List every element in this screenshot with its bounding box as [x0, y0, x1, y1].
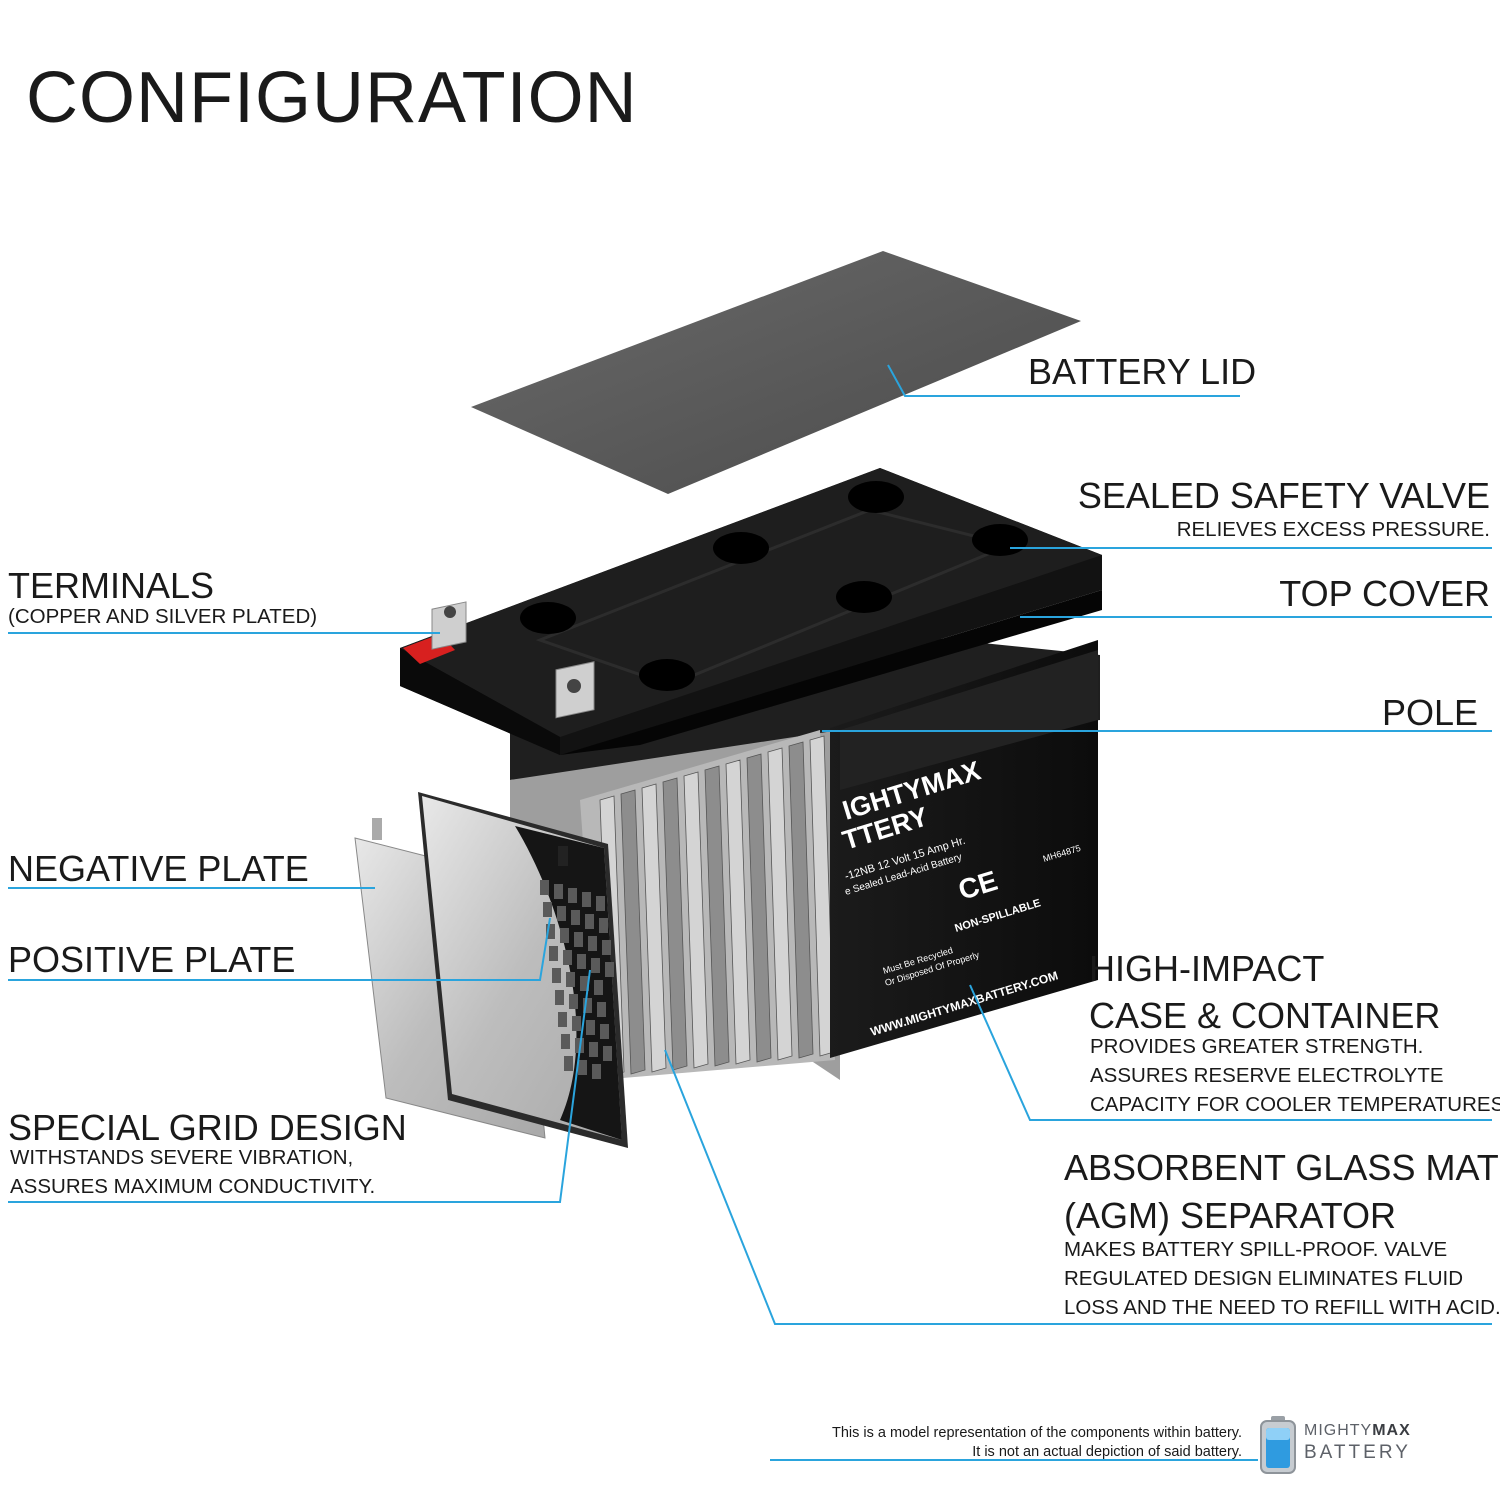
valve-cap [713, 532, 769, 564]
grid-cell [596, 896, 605, 911]
label-terminals: TERMINALS [8, 565, 215, 606]
grid-cell [574, 932, 583, 947]
logo-mighty: MIGHTY [1304, 1422, 1373, 1439]
page-title: CONFIGURATION [26, 58, 638, 138]
valve-cap [520, 602, 576, 634]
label-grid-design-desc-1: WITHSTANDS SEVERE VIBRATION, [10, 1146, 354, 1169]
grid-cell [572, 1016, 581, 1031]
label-agm-desc-1: MAKES BATTERY SPILL-PROOF. VALVE [1064, 1238, 1448, 1261]
label-terminals-desc: (COPPER AND SILVER PLATED) [8, 605, 318, 628]
grid-cell [585, 914, 594, 929]
label-agm-2: (AGM) SEPARATOR [1064, 1195, 1397, 1236]
footer-line-1: This is a model representation of the co… [832, 1425, 1242, 1441]
grid-cell [578, 1060, 587, 1075]
grid-cell [597, 1002, 606, 1017]
grid-cell [569, 994, 578, 1009]
grid-cell [557, 906, 566, 921]
label-grid-design-desc-2: ASSURES MAXIMUM CONDUCTIVITY. [10, 1175, 376, 1198]
grid-cell [599, 918, 608, 933]
grid-cell [594, 980, 603, 995]
label-case-2: CASE & CONTAINER [1089, 995, 1441, 1036]
plate-fin [641, 783, 667, 1073]
label-positive-plate: POSITIVE PLATE [8, 939, 296, 980]
plate-fin [662, 777, 688, 1071]
logo-line-2: BATTERY [1304, 1442, 1411, 1463]
grid-cell [605, 962, 614, 977]
positive-plate [418, 792, 628, 1148]
grid-cell [577, 954, 586, 969]
grid-cell [554, 884, 563, 899]
label-negative-plate: NEGATIVE PLATE [8, 848, 309, 889]
grid-cell [563, 950, 572, 965]
valve-cap [639, 659, 695, 691]
label-battery-lid: BATTERY LID [1028, 351, 1257, 392]
leader-grid [8, 969, 591, 1203]
grid-cell [602, 940, 611, 955]
label-agm-desc-3: LOSS AND THE NEED TO REFILL WITH ACID. [1064, 1296, 1500, 1319]
leader-lines [8, 364, 1492, 1461]
grid-cell [543, 902, 552, 917]
grid-cell [560, 928, 569, 943]
label-top-cover: TOP COVER [1279, 573, 1490, 614]
grid-cell [555, 990, 564, 1005]
grid-cell [592, 1064, 601, 1079]
leader-agm [664, 1049, 1492, 1325]
grid-cell [564, 1056, 573, 1071]
plate-fin [767, 747, 793, 1061]
grid-cell [571, 910, 580, 925]
label-grid-design: SPECIAL GRID DESIGN [8, 1107, 407, 1148]
grid-cell [568, 888, 577, 903]
grid-cell [600, 1024, 609, 1039]
valve-cap [848, 481, 904, 513]
plate-fin [788, 741, 814, 1059]
label-case-desc-3: CAPACITY FOR COOLER TEMPERATURES. [1090, 1093, 1500, 1116]
grid-cell [582, 892, 591, 907]
footer-disclaimer: This is a model representation of the co… [832, 1424, 1242, 1462]
leader-positive [8, 917, 551, 981]
battery-lid [471, 251, 1081, 494]
label-case-desc-2: ASSURES RESERVE ELECTROLYTE [1090, 1064, 1444, 1087]
plate-fin [704, 765, 730, 1067]
grid-cell [583, 998, 592, 1013]
grid-cell [603, 1046, 612, 1061]
leader-battery-lid [887, 364, 1240, 397]
grid-cell [586, 1020, 595, 1035]
terminal-positive [431, 601, 467, 650]
plate-fin [620, 789, 646, 1075]
grid-cell [558, 1012, 567, 1027]
plate-stack [580, 730, 835, 1080]
mightymax-logo: MIGHTYMAX BATTERY [1258, 1414, 1458, 1476]
grid-pattern [540, 880, 614, 1079]
plate-fin [725, 759, 751, 1065]
leader-case [969, 984, 1492, 1121]
label-sealed-safety-valve-desc: RELIEVES EXCESS PRESSURE. [1176, 518, 1490, 541]
valve-cap [972, 524, 1028, 556]
label-agm-desc-2: REGULATED DESIGN ELIMINATES FLUID [1064, 1267, 1464, 1290]
grid-cell [546, 924, 555, 939]
label-case-1: HIGH-IMPACT [1089, 948, 1325, 989]
top-cover [400, 468, 1102, 755]
valve-cap [836, 581, 892, 613]
label-agm-1: ABSORBENT GLASS MAT [1064, 1147, 1499, 1188]
plate-fin [683, 771, 709, 1069]
grid-cell [561, 1034, 570, 1049]
grid-cell [580, 976, 589, 991]
plate-fin [746, 753, 772, 1063]
battery-icon [1260, 1416, 1296, 1474]
label-case-desc-1: PROVIDES GREATER STRENGTH. [1090, 1035, 1424, 1058]
grid-cell [589, 1042, 598, 1057]
logo-line-1: MIGHTYMAX [1304, 1422, 1411, 1440]
grid-cell [552, 968, 561, 983]
footer-line-2: It is not an actual depiction of said ba… [972, 1444, 1242, 1460]
label-sealed-safety-valve: SEALED SAFETY VALVE [1077, 475, 1490, 516]
grid-cell [540, 880, 549, 895]
grid-cell [566, 972, 575, 987]
logo-max: MAX [1372, 1422, 1411, 1439]
grid-cell [549, 946, 558, 961]
grid-cell [588, 936, 597, 951]
terminal-negative [555, 661, 595, 719]
grid-cell [591, 958, 600, 973]
label-pole: POLE [1381, 692, 1478, 733]
